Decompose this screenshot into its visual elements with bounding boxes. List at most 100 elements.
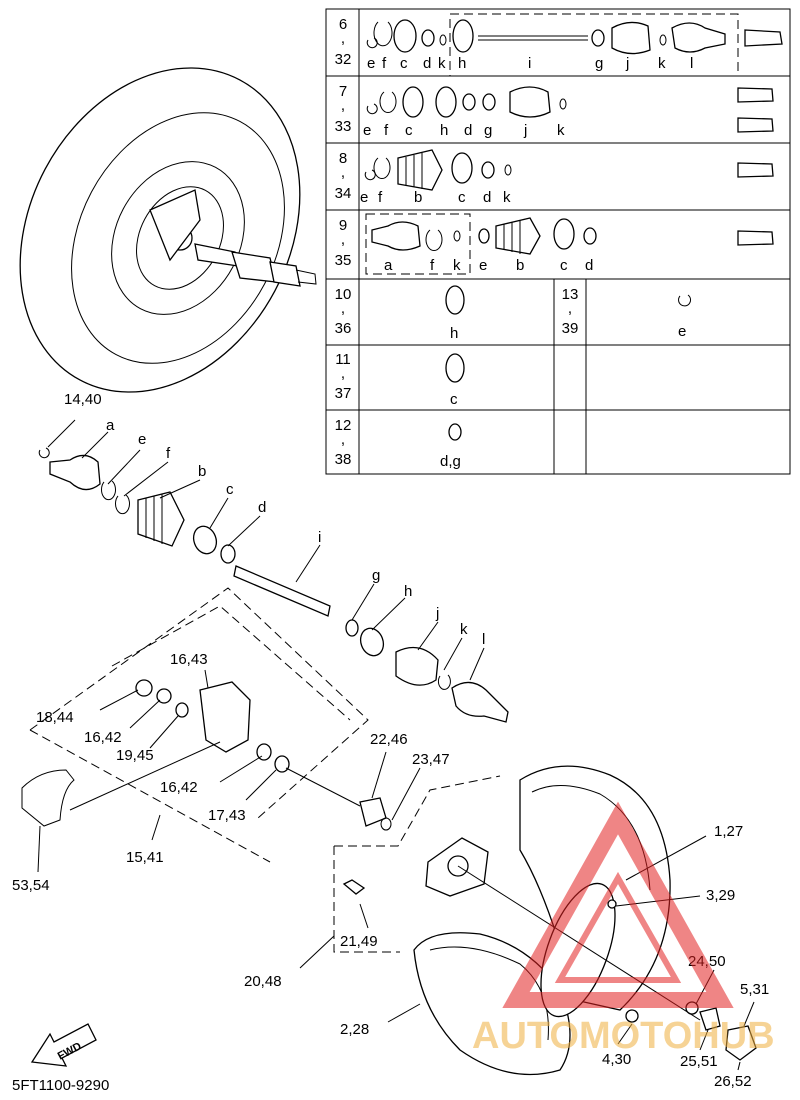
kit-row-4-bottom: 35 bbox=[335, 252, 352, 269]
callout-23-47: 23,47 bbox=[412, 751, 450, 768]
callout-c: c bbox=[226, 481, 234, 498]
kit-row-4-letter-c: c bbox=[560, 257, 568, 274]
kit-row-1-letter-d: d bbox=[423, 55, 431, 72]
kit-row-4-letter-d: d bbox=[585, 257, 593, 274]
kit-row-2-letter-h: h bbox=[440, 122, 448, 139]
callout-4-30: 4,30 bbox=[602, 1051, 631, 1068]
kit-row-1-letter-l: l bbox=[690, 55, 693, 72]
callout-3-29: 3,29 bbox=[706, 887, 735, 904]
callout-5-31: 5,31 bbox=[740, 981, 769, 998]
kit-row-3-letter-f: f bbox=[378, 189, 383, 206]
kit-row-3-letter-c: c bbox=[458, 189, 466, 206]
kit-row-4-letter-e: e bbox=[479, 257, 487, 274]
callout-d: d bbox=[258, 499, 266, 516]
kit-row-6-top: 11 bbox=[335, 351, 351, 368]
fwd-arrow-icon: FWD bbox=[30, 1023, 97, 1067]
kit-row-1-letter-j: j bbox=[625, 55, 629, 72]
svg-text:,: , bbox=[341, 365, 345, 382]
kit-row-2-letter-e: e bbox=[363, 122, 371, 139]
kit-row-4-letter-b: b bbox=[516, 257, 524, 274]
knuckle-group: 16,43 18,44 16,42 19,45 16,42 17,43 15,4… bbox=[12, 587, 450, 894]
kit-row-2-letter-d: d bbox=[464, 122, 472, 139]
callout-16-43: 16,43 bbox=[170, 651, 208, 668]
kit-row-4-parts: a f k e b c d bbox=[365, 213, 774, 275]
callout-25-51: 25,51 bbox=[680, 1053, 718, 1070]
watermark-text: AUTOMOTOHUB bbox=[472, 1015, 775, 1057]
kit-row-4-top: 9 bbox=[339, 217, 347, 234]
kit-row-1-letter-c: c bbox=[400, 55, 408, 72]
callout-g: g bbox=[372, 567, 380, 584]
callout-17-43: 17,43 bbox=[208, 807, 246, 824]
svg-text:,: , bbox=[568, 300, 572, 317]
callout-f: f bbox=[166, 445, 171, 462]
callout-14-40: 14,40 bbox=[64, 391, 102, 408]
svg-text:,: , bbox=[341, 431, 345, 448]
kit-row-1-letter-g: g bbox=[595, 55, 603, 72]
svg-text:,: , bbox=[341, 300, 345, 317]
kit-row-2-letter-k: k bbox=[557, 122, 565, 139]
callout-1-27: 1,27 bbox=[714, 823, 743, 840]
kit-row-2-letter-c: c bbox=[405, 122, 413, 139]
callout-22-46: 22,46 bbox=[370, 731, 408, 748]
kit-row-1-letter-k2: k bbox=[658, 55, 666, 72]
kit-table: 6 , 32 7 , 33 8 , 34 9 , 35 10 , 36 11 ,… bbox=[325, 8, 791, 475]
callout-53-54: 53,54 bbox=[12, 877, 50, 894]
kit-row-6-bottom: 37 bbox=[335, 385, 352, 402]
kit-row-2-bottom: 33 bbox=[335, 118, 352, 135]
kit-row-1-letter-h: h bbox=[458, 55, 466, 72]
kit-row-3-parts: e f b c d k bbox=[360, 149, 774, 206]
kit-row-2-letter-f: f bbox=[384, 122, 389, 139]
svg-text:,: , bbox=[341, 30, 345, 47]
kit-row-5-top: 10 bbox=[335, 286, 352, 303]
kit-row-7-top: 12 bbox=[335, 417, 352, 434]
callout-20-48: 20,48 bbox=[244, 973, 282, 990]
callout-j: j bbox=[435, 605, 439, 622]
kit-row-5-right-bottom: 39 bbox=[562, 320, 579, 337]
kit-row-4-letter-f: f bbox=[430, 257, 435, 274]
kit-row-2-letter-j: j bbox=[523, 122, 527, 139]
kit-row-2-parts: e f c h d g j k bbox=[363, 86, 774, 139]
callout-h: h bbox=[404, 583, 412, 600]
kit-row-1-letter-i: i bbox=[528, 55, 531, 72]
kit-row-4-letter-k: k bbox=[453, 257, 461, 274]
exploded-drive-shaft: 14,40 a e f b c d i g h j k l bbox=[38, 391, 509, 723]
kit-row-5-right-top: 13 bbox=[562, 286, 579, 303]
callout-i: i bbox=[318, 529, 321, 546]
kit-row-2-letter-g: g bbox=[484, 122, 492, 139]
callout-e: e bbox=[138, 431, 146, 448]
callout-l: l bbox=[482, 631, 485, 648]
kit-row-3-top: 8 bbox=[339, 150, 347, 167]
kit-row-1-top: 6 bbox=[339, 16, 347, 33]
kit-row-2-top: 7 bbox=[339, 83, 347, 100]
svg-text:,: , bbox=[341, 164, 345, 181]
callout-16-42b: 16,42 bbox=[160, 779, 198, 796]
kit-row-3-letter-k: k bbox=[503, 189, 511, 206]
wheel-assembly-illustration bbox=[19, 67, 317, 393]
callout-b: b bbox=[198, 463, 206, 480]
kit-row-5-bottom: 36 bbox=[335, 320, 352, 337]
svg-text:,: , bbox=[341, 97, 345, 114]
kit-row-5-right-letter-e: e bbox=[678, 323, 686, 340]
kit-row-3-letter-d: d bbox=[483, 189, 491, 206]
callout-26-52: 26,52 bbox=[714, 1073, 752, 1090]
kit-row-3-letter-b: b bbox=[414, 189, 422, 206]
kit-row-1-parts: e f c d k h i g j k l bbox=[366, 13, 783, 77]
callout-k: k bbox=[460, 621, 468, 638]
kit-row-1-letter-f: f bbox=[382, 55, 387, 72]
callout-2-28: 2,28 bbox=[340, 1021, 369, 1038]
kit-row-3-letter-e: e bbox=[360, 189, 368, 206]
kit-row-5-letter-h: h bbox=[450, 325, 458, 342]
callout-16-42a: 16,42 bbox=[84, 729, 122, 746]
callout-a: a bbox=[106, 417, 115, 434]
kit-row-6-letter-c: c bbox=[450, 391, 458, 408]
automotohub-watermark: AUTOMOTOHUB bbox=[472, 801, 775, 1057]
kit-row-4-letter-a: a bbox=[384, 257, 393, 274]
callout-18-44: 18,44 bbox=[36, 709, 74, 726]
kit-row-1-letter-k: k bbox=[438, 55, 446, 72]
callout-15-41: 15,41 bbox=[126, 849, 164, 866]
callout-21-49: 21,49 bbox=[340, 933, 378, 950]
svg-text:,: , bbox=[341, 231, 345, 248]
kit-row-3-bottom: 34 bbox=[335, 185, 352, 202]
kit-row-7-bottom: 38 bbox=[335, 451, 352, 468]
kit-row-1-letter-e: e bbox=[367, 55, 375, 72]
